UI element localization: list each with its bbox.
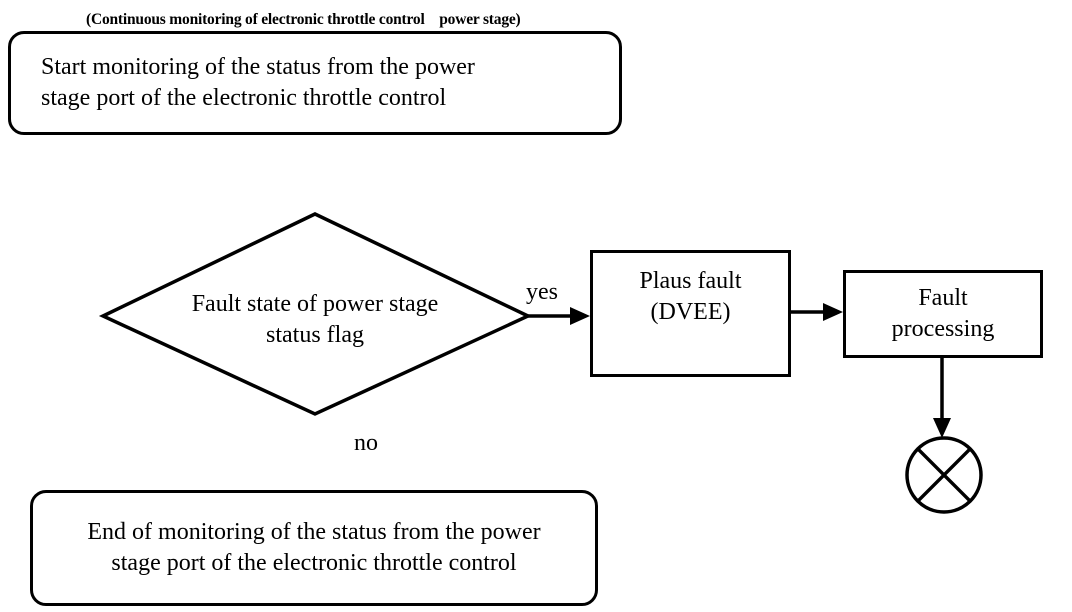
- flowchart-node-fault-processing: Fault processing: [843, 270, 1043, 358]
- terminator-x-stroke: [916, 447, 972, 503]
- decision-diamond: [98, 212, 533, 416]
- diagram-caption: (Continuous monitoring of electronic thr…: [86, 11, 521, 28]
- circle-x-icon: [905, 436, 983, 514]
- edge-label-no: no: [354, 430, 378, 456]
- flowchart-node-end: End of monitoring of the status from the…: [30, 490, 598, 606]
- edge-label-yes: yes: [526, 279, 558, 305]
- flowchart-node-decision-label: Fault state of power stage status flag: [191, 291, 439, 348]
- flowchart-node-plaus-fault: Plaus fault (DVEE): [590, 250, 791, 377]
- yes-arrowhead-icon: [570, 307, 590, 325]
- plaus-to-fault-arrowhead-icon: [823, 303, 843, 321]
- fault-to-terminator-arrowhead-icon: [933, 418, 951, 438]
- flowchart-node-start: Start monitoring of the status from the …: [8, 31, 622, 135]
